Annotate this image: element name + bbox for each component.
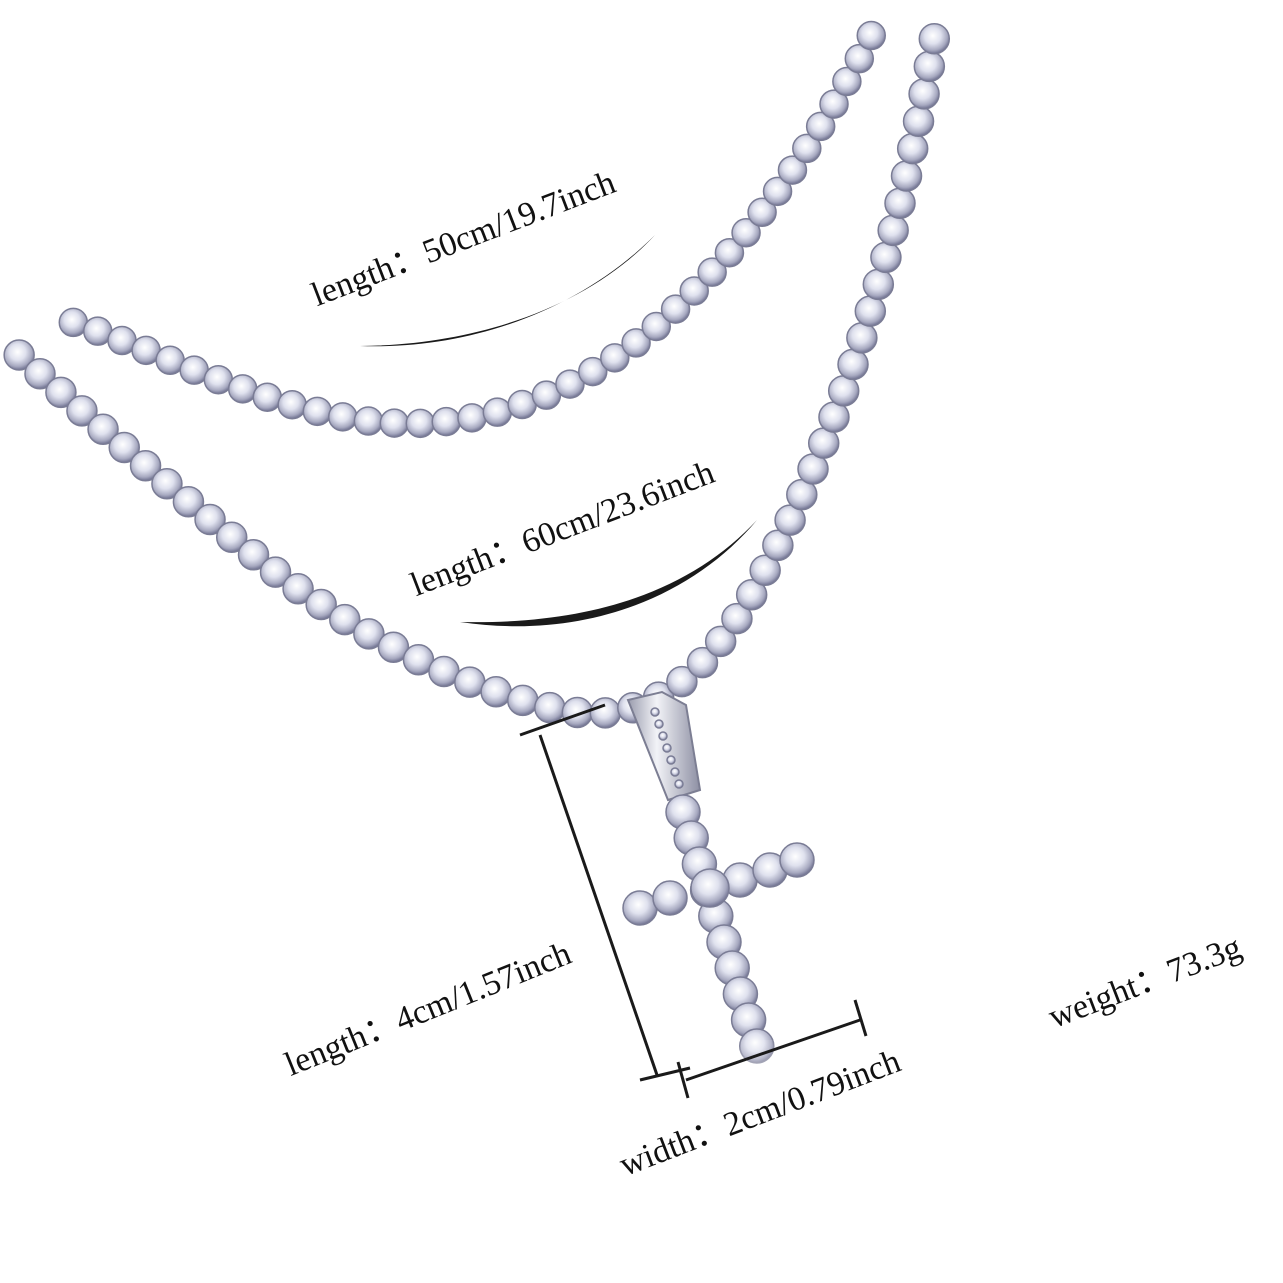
bail-stone [666, 755, 676, 765]
chain-stone [431, 406, 461, 437]
chain-stone [877, 214, 909, 247]
chain-stone [589, 697, 622, 729]
chain-stone [844, 43, 875, 74]
chain-stone [302, 396, 333, 427]
swoosh-line-60 [460, 520, 757, 627]
chain-stone [749, 554, 781, 586]
chain-stone [87, 413, 119, 445]
chain-stone [507, 684, 539, 717]
chain-stone [24, 357, 56, 390]
chain-stone [735, 579, 768, 611]
bail-stone [650, 707, 660, 717]
chain-stone [108, 431, 140, 464]
chain-stone [660, 294, 691, 324]
chain-stone [227, 374, 258, 404]
chain-stone [215, 521, 248, 553]
chain-stone [172, 485, 205, 518]
chain-stone [66, 395, 98, 427]
cross-stone [622, 890, 658, 926]
chain-stone [282, 572, 314, 605]
chain-stone [792, 133, 822, 164]
bail-stone [662, 743, 672, 753]
chain-stone [252, 382, 283, 412]
pendant-width-dimension [676, 999, 868, 1099]
cross-center-stone [690, 868, 730, 908]
chain-stone [856, 20, 886, 51]
chain-stone [45, 376, 77, 409]
cross-stones [622, 794, 815, 1064]
chain-stone [686, 646, 719, 679]
bail-stone [674, 779, 684, 789]
chain-stone [277, 389, 307, 420]
chain-stone [890, 160, 923, 192]
chain-stone [555, 369, 585, 399]
chain-stone [353, 618, 385, 650]
chain-stone [884, 187, 916, 219]
chain-stone [379, 408, 410, 438]
chain-stone [854, 295, 887, 327]
chain-stone [405, 408, 436, 439]
chain-stone [3, 339, 35, 371]
chain-stone [259, 556, 292, 588]
chain-stone [846, 322, 878, 354]
chain-stone [151, 468, 183, 500]
chain-stone [721, 602, 753, 635]
chain-stone [731, 218, 761, 248]
chain-stone [837, 348, 869, 381]
chain-stone [704, 625, 737, 658]
chain-stone [777, 155, 808, 185]
chain-stone [666, 665, 698, 698]
chain-stone [762, 529, 794, 562]
chain-stone [818, 401, 850, 433]
chain-stone [862, 268, 895, 301]
chain-stone [377, 631, 410, 663]
cross-pendant [622, 690, 815, 1130]
bail-stones [650, 707, 684, 789]
swoosh-line-50 [360, 235, 655, 347]
necklace-chain-50cm [58, 20, 886, 439]
chain-stone [714, 237, 745, 268]
chain-stone [600, 343, 630, 373]
chain-stone [908, 78, 940, 110]
chain-stone [896, 132, 929, 165]
chain-stone [747, 197, 777, 228]
chain-stone [534, 691, 566, 724]
chain-stone [621, 328, 651, 358]
chain-stone [913, 50, 946, 83]
chain-stone [832, 66, 862, 97]
cross-stone [652, 880, 688, 916]
bail-stone [658, 731, 668, 741]
chain-stone [482, 397, 513, 427]
bail-stone [654, 719, 664, 729]
chain-stone [819, 89, 849, 119]
chain-stone [918, 23, 951, 55]
chain-stone [237, 539, 270, 571]
chain-stone [327, 402, 358, 432]
cross-stone [779, 842, 815, 878]
chain-stone [641, 311, 672, 342]
necklace-chain-60cm [3, 23, 951, 729]
chain-stone [454, 666, 486, 698]
pendant-fade [740, 1040, 800, 1130]
chain-stone [194, 503, 226, 536]
chain-stone [679, 276, 709, 306]
chain-stone [457, 403, 487, 433]
chain-stone [697, 257, 727, 287]
chain-stone [480, 676, 512, 708]
chain-stone [129, 449, 162, 482]
chain-stone [805, 111, 836, 142]
chain-stone [870, 241, 902, 274]
bail-stone [670, 767, 680, 777]
chain-stone [353, 406, 384, 436]
chain-stone [762, 176, 793, 207]
chain-stone [578, 356, 608, 387]
chain-stone [305, 588, 337, 621]
chain-stone [902, 105, 935, 138]
chain-stone [329, 603, 361, 636]
chain-stone [827, 375, 860, 407]
